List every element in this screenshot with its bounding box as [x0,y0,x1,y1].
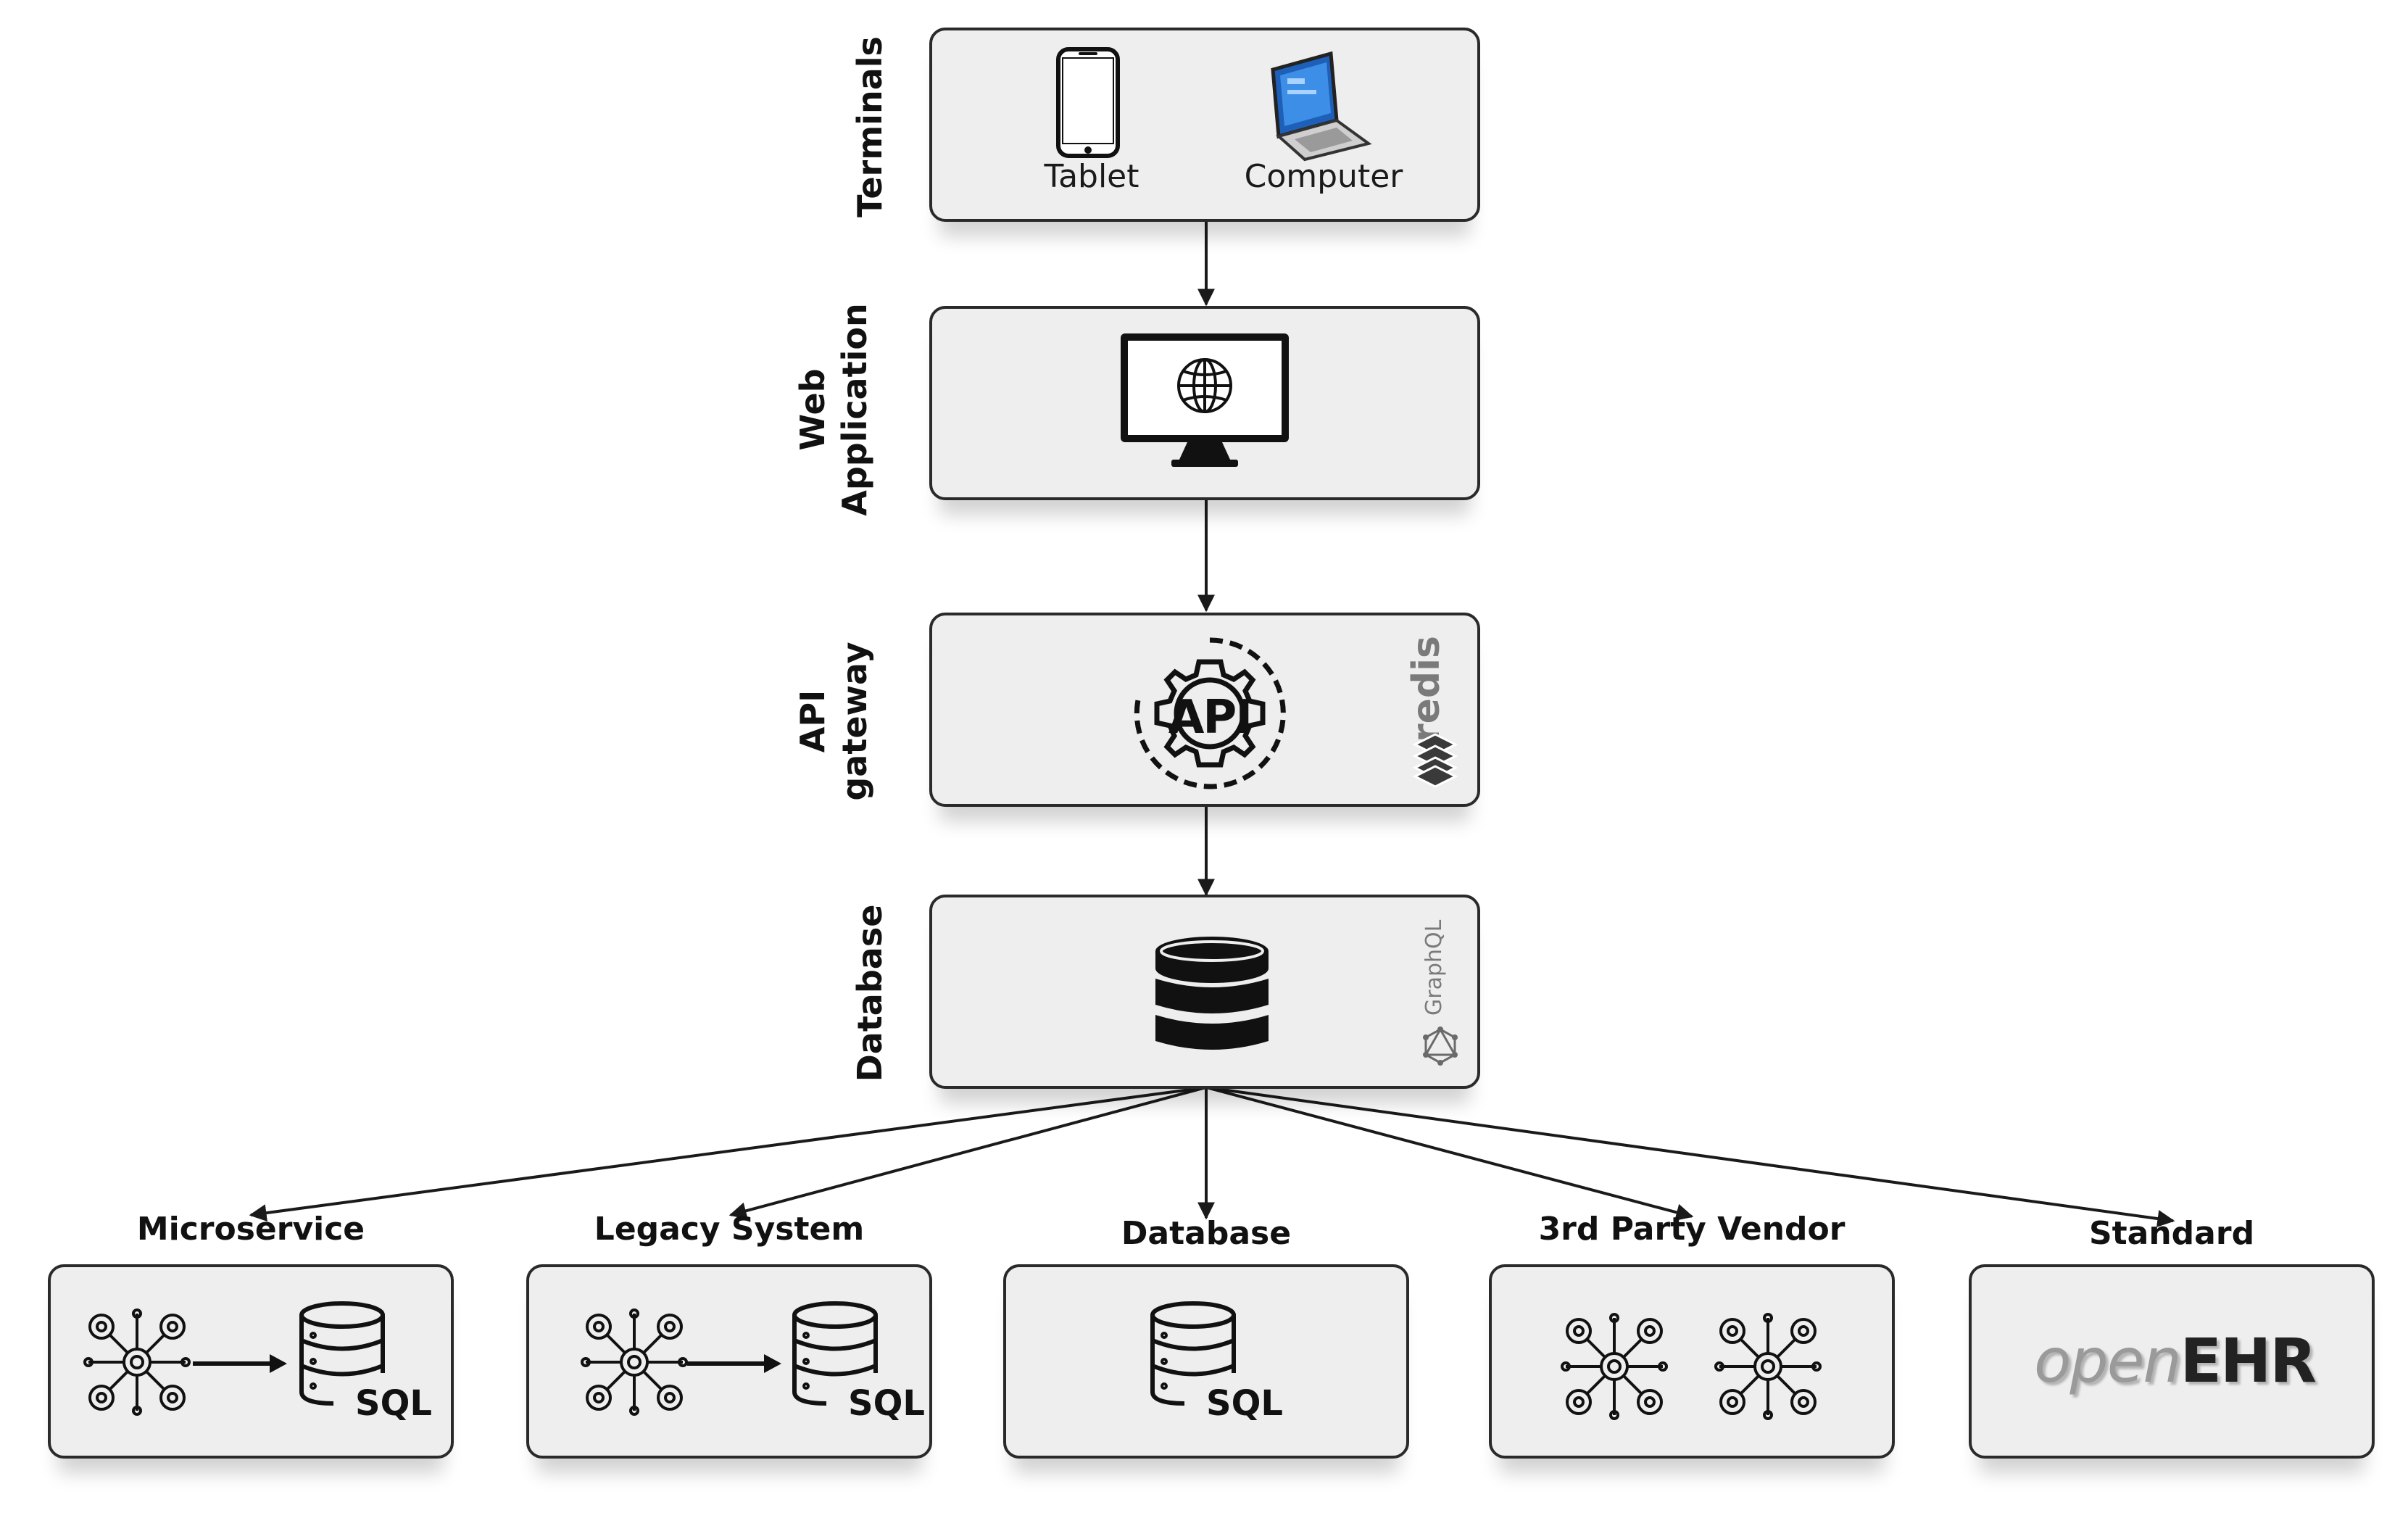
redis-text: redis [1405,636,1448,742]
monitor-globe-icon [1121,333,1289,467]
standard-box: openEHR [1969,1264,2375,1459]
layer-label-line: API [793,689,832,753]
api-gateway-box: API redis [929,613,1480,807]
arrow-db-to-microservice [249,1086,1207,1222]
terminals-box: Tablet Computer [929,28,1480,222]
tablet-caption: Tablet [1044,158,1139,195]
arrow-db-to-legacy [728,1086,1207,1219]
web-application-box [929,306,1480,500]
legacy-system-box: SQL [526,1264,932,1459]
laptop-icon [1271,51,1372,162]
arrow-db-to-standard [1205,1086,2175,1227]
computer-caption: Computer [1244,158,1403,195]
arrow-right-icon [687,1354,781,1373]
layer-label-api-gateway: API gateway [790,613,877,830]
source-label-microservice: Microservice [136,1211,365,1248]
graphql-text: GraphQL [1421,919,1447,1016]
sql-database-icon [1150,1301,1236,1406]
source-label-standard: Standard [2088,1215,2255,1252]
sql-text: SQL [1206,1383,1283,1424]
layer-label-web-application: Web Application [790,301,877,518]
microservice-icon [581,1308,688,1416]
layer-label-text: Database [850,904,889,1082]
microservice-icon [1714,1313,1822,1420]
microservice-icon [83,1308,191,1416]
api-gear-icon [1134,637,1286,789]
layer-label-line: Web [793,368,832,451]
microservice-icon [1561,1313,1668,1420]
layer-label-line: gateway [835,642,874,801]
microservice-box: SQL [48,1264,454,1459]
source-label-3rd-party-vendor: 3rd Party Vendor [1538,1211,1846,1248]
sql-text: SQL [848,1383,925,1424]
layer-label-database: Database [848,884,892,1102]
database-source-box: SQL [1003,1264,1409,1459]
tablet-icon [1056,47,1120,158]
sql-database-icon [792,1301,878,1406]
openehr-logo-ehr: EHR [2180,1325,2317,1396]
arrow-db-to-vendor [1205,1086,1694,1222]
database-stack-icon [1155,937,1269,1050]
layer-label-text: Terminals [850,36,889,217]
source-label-database: Database [1121,1215,1292,1252]
redis-logo-icon [1412,733,1458,788]
openehr-logo-open: open [2034,1325,2182,1396]
sql-database-icon [299,1301,385,1406]
sql-text: SQL [355,1383,432,1424]
3rd-party-vendor-box [1489,1264,1895,1459]
arrow-right-icon [193,1354,287,1373]
layer-label-terminals: Terminals [848,18,892,236]
database-layer-box: GraphQL [929,895,1480,1089]
openehr-logo: openEHR [2034,1325,2317,1396]
source-label-legacy-system: Legacy System [594,1211,865,1248]
layer-label-line: Application [835,303,874,516]
graphql-logo-icon [1423,1026,1458,1066]
api-text: API [1168,691,1253,745]
